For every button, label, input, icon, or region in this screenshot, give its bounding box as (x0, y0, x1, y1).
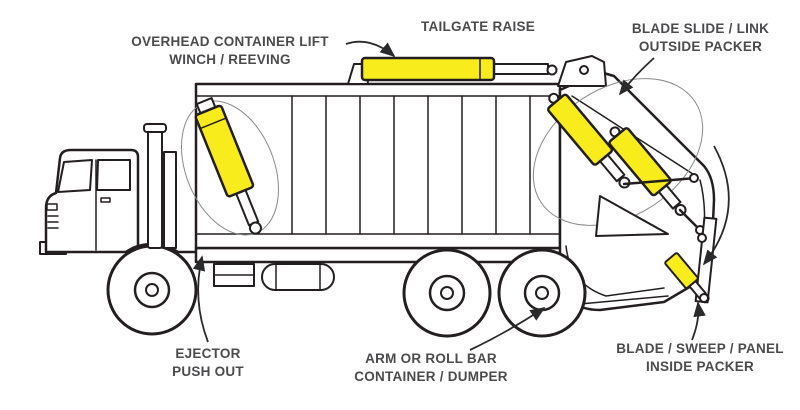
packer-linkage (595, 173, 705, 237)
windshield (57, 159, 93, 193)
headlight (46, 203, 58, 211)
fuel-tank (261, 263, 335, 291)
rear-wheel-back (497, 248, 587, 338)
sweep-cylinder-barrel (664, 252, 699, 289)
packer-cylinder-upper (547, 92, 631, 189)
packer-zone-ellipse (532, 78, 704, 226)
truck-cab (39, 148, 198, 255)
label-overhead-container-lift: OVERHEAD CONTAINER LIFT WINCH / REEVING (131, 34, 329, 67)
leader-blade-slide (618, 57, 655, 96)
leader-ejector (192, 255, 209, 343)
ejector-cylinder (181, 97, 279, 236)
front-wheel (106, 244, 198, 336)
leader-outside-packer-curve (702, 145, 730, 266)
leader-inside-packer (691, 301, 706, 341)
label-blade-sweep-panel: BLADE / SWEEP / PANEL INSIDE PACKER (616, 341, 784, 374)
ejector-cylinder-barrel (194, 104, 255, 198)
side-window (96, 159, 131, 191)
door-handle (100, 197, 111, 203)
label-tailgate-raise: TAILGATE RAISE (421, 19, 535, 34)
rear-wheel-front (402, 248, 492, 338)
label-ejector-push-out: EJECTOR PUSH OUT (172, 346, 244, 379)
tailgate-cylinder-rod (493, 63, 549, 75)
under-chassis (213, 263, 335, 291)
leader-overhead-lift (345, 40, 396, 58)
tailgate-raise-cylinder (347, 56, 558, 85)
tailgate-cylinder-barrel (360, 56, 496, 82)
packer-upper-barrel (547, 93, 614, 166)
packer-lower-barrel (608, 127, 672, 197)
body-ribs (291, 95, 531, 235)
leader-arm-roll-bar (469, 307, 546, 351)
winch-mast (143, 123, 177, 249)
packer-cylinder-lower (608, 126, 687, 216)
label-blade-slide-link: BLADE SLIDE / LINK OUTSIDE PACKER (631, 21, 770, 54)
rod-end-pivot (546, 64, 558, 76)
label-arm-roll-bar: ARM OR ROLL BAR CONTAINER / DUMPER (354, 351, 508, 384)
packer-blade (595, 195, 669, 237)
grille (47, 215, 59, 229)
